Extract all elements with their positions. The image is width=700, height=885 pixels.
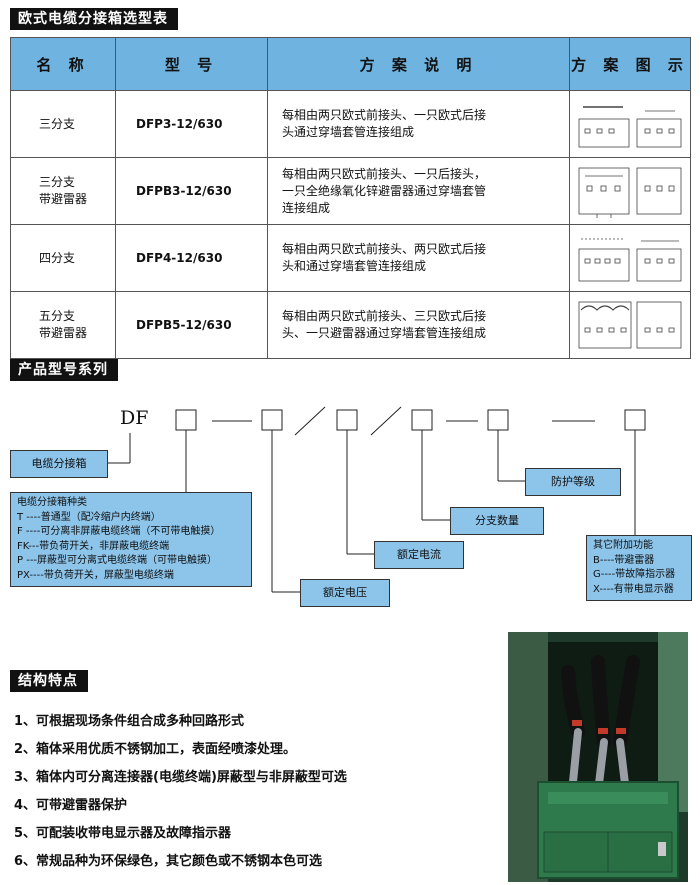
list-item: PX----带负荷开关，屏蔽型电缆终端 — [17, 569, 174, 581]
list-item: FK---带负荷开关，非屏蔽电缆终端 — [17, 540, 170, 552]
list-item: F ----可分离非屏蔽电缆终端（不可带电触摸） — [17, 526, 221, 537]
features-list: 1、可根据现场条件组合成多种回路形式 2、箱体采用优质不锈钢加工，表面经喷漆处理… — [14, 708, 494, 876]
list-item: X----有带电显示器 — [593, 583, 674, 595]
label-cable-box: 电缆分接箱 — [10, 450, 108, 478]
row-desc: 每相由两只欧式前接头、两只欧式后接头和通过穿墙套管连接组成 — [267, 224, 570, 292]
scheme-drawing-icon — [578, 106, 682, 148]
list-item: 2、箱体采用优质不锈钢加工，表面经喷漆处理。 — [14, 742, 297, 757]
scheme-figure — [569, 224, 691, 292]
label-rated-voltage: 额定电压 — [300, 579, 390, 607]
label-protection-grade: 防护等级 — [525, 468, 621, 496]
row-name: 四分支 — [10, 224, 116, 292]
row-name: 三分支带避雷器 — [10, 157, 116, 225]
extras-list: 其它附加功能 B----带避雷器 G----带故障指示器 X----有带电显示器 — [586, 535, 692, 601]
table-row: 四分支 DFP4-12/630 每相由两只欧式前接头、两只欧式后接头和通过穿墙套… — [10, 224, 691, 292]
types-title: 电缆分接箱种类 — [17, 497, 87, 508]
types-list: 电缆分接箱种类 T ----普通型（配冷缩户内终端） F ----可分离非屏蔽电… — [10, 492, 252, 587]
model-prefix: DF — [120, 407, 149, 429]
header-model: 型 号 — [115, 37, 268, 91]
cable-box-photo — [508, 632, 688, 882]
table-row: 三分支 DFP3-12/630 每相由两只欧式前接头、一只欧式后接头通过穿墙套管… — [10, 90, 691, 158]
list-item: T ----普通型（配冷缩户内终端） — [17, 511, 161, 523]
list-item: 5、可配装收带电显示器及故障指示器 — [14, 826, 232, 841]
list-item: B----带避雷器 — [593, 554, 655, 566]
table-header-row: 名 称 型 号 方 案 说 明 方 案 图 示 — [10, 37, 691, 91]
list-item: 6、常规品种为环保绿色，其它颜色或不锈钢本色可选 — [14, 854, 323, 869]
model-series-diagram: DF — [0, 395, 700, 620]
header-name: 名 称 — [10, 37, 116, 91]
label-rated-current: 额定电流 — [374, 541, 464, 569]
row-name: 五分支带避雷器 — [10, 291, 116, 359]
scheme-figure — [569, 157, 691, 225]
table-row: 三分支带避雷器 DFPB3-12/630 每相由两只欧式前接头、一只后接头，一只… — [10, 157, 691, 225]
scheme-figure — [569, 90, 691, 158]
series-heading: 产品型号系列 — [10, 359, 118, 381]
header-desc: 方 案 说 明 — [267, 37, 570, 91]
row-model: DFPB3-12/630 — [115, 157, 268, 225]
list-item: 4、可带避雷器保护 — [14, 798, 128, 813]
scheme-drawing-icon — [578, 238, 682, 282]
extras-title: 其它附加功能 — [593, 540, 653, 551]
scheme-drawing-icon — [578, 167, 682, 218]
table-row: 五分支带避雷器 DFPB5-12/630 每相由两只欧式前接头、三只欧式后接头、… — [10, 291, 691, 359]
row-model: DFP3-12/630 — [115, 90, 268, 158]
row-desc: 每相由两只欧式前接头、三只欧式后接头、一只避雷器通过穿墙套管连接组成 — [267, 291, 570, 359]
row-desc: 每相由两只欧式前接头、一只后接头，一只全绝缘氧化锌避雷器通过穿墙套管连接组成 — [267, 157, 570, 225]
scheme-drawing-icon — [578, 301, 682, 349]
label-branch-count: 分支数量 — [450, 507, 544, 535]
list-item: 3、箱体内可分离连接器(电缆终端)屏蔽型与非屏蔽型可选 — [14, 770, 347, 785]
list-item: P ---屏蔽型可分离式电缆终端（可带电触摸） — [17, 555, 218, 566]
row-model: DFPB5-12/630 — [115, 291, 268, 359]
selection-heading: 欧式电缆分接箱选型表 — [10, 8, 178, 30]
row-model: DFP4-12/630 — [115, 224, 268, 292]
row-name: 三分支 — [10, 90, 116, 158]
selection-table: 名 称 型 号 方 案 说 明 方 案 图 示 三分支 DFP3-12/630 … — [10, 37, 691, 359]
header-figure: 方 案 图 示 — [569, 37, 691, 91]
list-item: 1、可根据现场条件组合成多种回路形式 — [14, 714, 245, 729]
row-desc: 每相由两只欧式前接头、一只欧式后接头通过穿墙套管连接组成 — [267, 90, 570, 158]
scheme-figure — [569, 291, 691, 359]
list-item: G----带故障指示器 — [593, 569, 676, 580]
features-heading: 结构特点 — [10, 670, 88, 692]
